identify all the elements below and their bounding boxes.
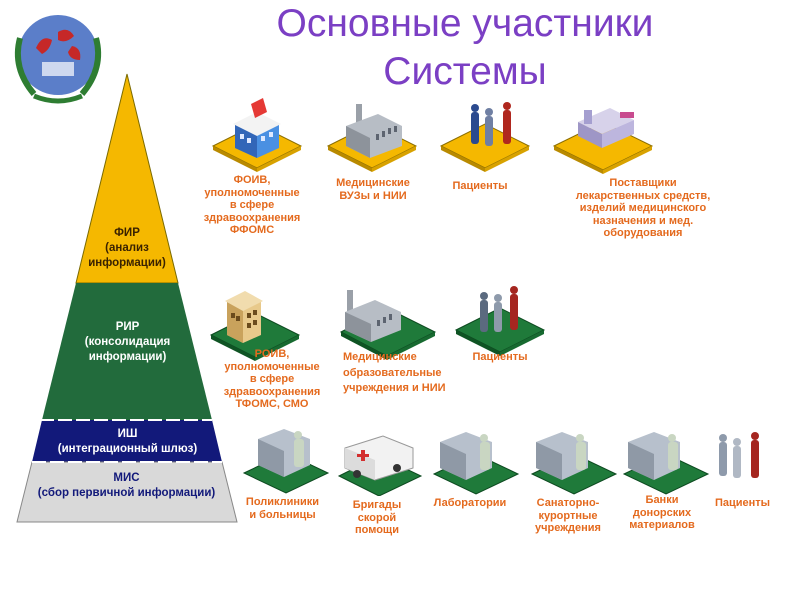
foiv-building-icon bbox=[211, 98, 303, 172]
roiv-building-icon bbox=[209, 291, 301, 361]
sanatorium-icon bbox=[530, 432, 618, 495]
label-patients-federal: Пациенты bbox=[452, 180, 508, 192]
med-edu-factory-icon bbox=[339, 290, 437, 360]
labs-icon bbox=[432, 432, 520, 495]
emblem-icon bbox=[14, 15, 102, 104]
title-line-2: Системы bbox=[383, 50, 547, 93]
label-patients-regional: Пациенты bbox=[472, 351, 528, 363]
label-labs: Лаборатории bbox=[433, 497, 507, 509]
donor-banks-icon bbox=[622, 432, 710, 495]
patients-local-icon bbox=[719, 432, 759, 478]
suppliers-plant-icon bbox=[552, 108, 654, 174]
page-title: Основные участники Системы bbox=[230, 0, 700, 96]
label-patients-local: Пациенты bbox=[714, 497, 771, 509]
patients-federal-icon bbox=[439, 102, 531, 172]
tier-label-mis: МИС(сбор первичной информации) bbox=[37, 472, 216, 499]
clinics-icon bbox=[242, 429, 330, 494]
ambulance-icon bbox=[337, 435, 423, 496]
patients-regional-icon bbox=[454, 286, 546, 356]
title-line-1: Основные участники bbox=[276, 2, 654, 45]
tier-label-ish: ИШ(интеграционный шлюз) bbox=[57, 428, 198, 455]
vuz-factory-icon bbox=[326, 104, 418, 172]
